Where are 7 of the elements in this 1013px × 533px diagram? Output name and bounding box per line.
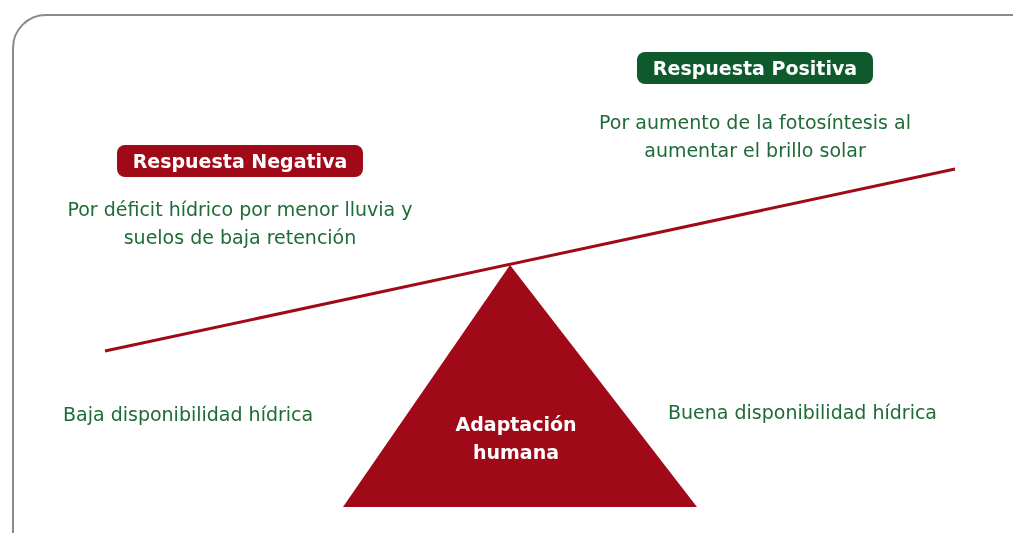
response-description: Por déficit hídrico por menor lluvia y suelos de baja retención: [66, 197, 414, 250]
response-tag: Respuesta Positiva: [636, 52, 874, 84]
water-availability-label: Baja disponibilidad hídrica: [63, 403, 314, 425]
response-description: Por aumento de la fotosíntesis al aumentar el brillo solar: [598, 110, 912, 163]
water-availability-label: Buena disponibilidad hídrica: [668, 401, 937, 423]
fulcrum-label: Adaptación humana: [454, 412, 578, 465]
response-tag: Respuesta Negativa: [116, 145, 364, 177]
